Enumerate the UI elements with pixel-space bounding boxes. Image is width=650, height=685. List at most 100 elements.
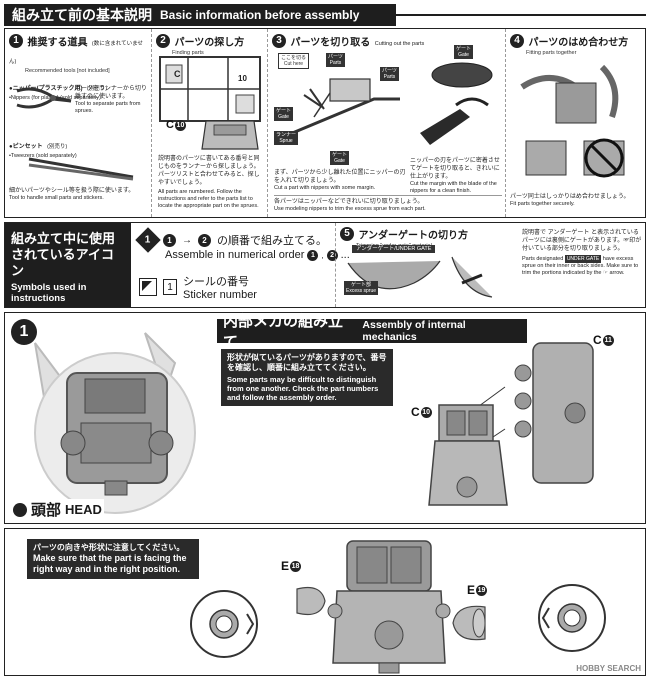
nipper-desc-jp: パーツをランナーから切り離すのに使います。 [75,86,147,100]
part-label-e18: E 18 [281,559,302,573]
callout-number: 10 [174,119,186,131]
tag-gate-1: ゲート Gate [274,107,294,121]
tag-gate-1-en: Gate [278,114,289,120]
cutting-illustration [277,78,400,141]
orientation-note-jp: パーツの向きや形状に注意してください。 [33,543,185,552]
detail-circle-left [190,590,258,658]
section-note: 形状が似ているパーツがありますので、番号を確認し、順番に組み立ててください。 S… [221,349,393,406]
order-en-suffix: ... [340,249,350,261]
step-title-jp: パーツのはめ合わせ方 [528,37,629,49]
step-number: 3 [272,33,286,48]
step-title-en: Finding parts [172,50,204,56]
part-label-e19-number: 19 [476,584,488,596]
part-label-c11-number: 11 [602,334,614,346]
order-diamond-icon: 1 [135,227,161,253]
section-title-en: Assembly of internal mechanics [362,319,466,343]
watermark: HOBBY SEARCH [576,664,641,673]
sprue-letter: C [174,69,181,79]
orientation-note-en: Make sure that the part is facing the ri… [33,553,187,574]
section-internal-mechanics: 1 頭部 HEAD 内部メカの組み立て Assembly of internal… [4,312,646,524]
fitting-illustration [520,64,625,178]
tag-cut-here-jp: ここを切る [281,55,307,61]
step-fitting-parts: 4 パーツのはめ合わせ方 Fitting parts together パーツ同… [505,29,645,217]
tweezer-label-jp: ●ピンセット [9,144,43,150]
part-callout-c10: C 10 [166,119,186,131]
tag-gate-1-jp: ゲート [276,108,292,114]
tag-cut-here-en: Cut here [283,61,304,67]
part-label-e18-number: 18 [290,560,302,572]
part-c11-illustration [474,342,594,484]
finding-desc-en: All parts are numbered. Follow the instr… [158,189,259,209]
cut-footer-jp: 各パーツはニッパーなどできれいに切り取りましょう。 [274,199,424,205]
step-title-en: Cutting out the parts [374,41,425,47]
tag-parts-2-jp: パーツ [382,68,397,74]
sticker-number-box: 1 [163,279,177,295]
step-cutting-parts: 3 パーツを切り取る Cutting out the parts ここを切る C… [267,29,505,217]
section-title-bar: 内部メカの組み立て Assembly of internal mechanics [217,313,527,351]
nipper-desc-en: Tool to separate parts from sprues. [75,101,141,114]
part-label-c10-letter: C [411,405,420,419]
part-label-e18-letter: E [281,559,290,573]
undergate-badge: アンダーゲート/UNDER GATE [352,245,436,253]
trim-desc-en: Cut the margin with the blade of the nip… [410,181,497,194]
trim-desc-jp: ニッパーの刃をパーツに密着させてゲートを切り取ると、きれいに仕上がります。 [410,158,500,180]
excess-sprue-en: Excess sprue [346,288,377,294]
undergate-desc-jp: 説明書で アンダーゲート と表示されているパーツには裏側にゲートがあります。☞印… [522,230,642,252]
order-text-en: Assemble in numerical order [165,249,305,261]
finding-desc-jp: 説明書のパーツに書いてある番号と同じものをランナーから探しましょう。パーツリスト… [158,156,260,186]
step-title-jp: パーツの探し方 [174,37,245,49]
orientation-note: パーツの向きや形状に注意してください。 Make sure that the p… [27,539,199,579]
tag-runner-en: Sprue [279,138,293,144]
tag-parts-1-jp: パーツ [328,54,343,60]
callout-letter: C [166,119,174,131]
step-number: 5 [340,226,354,241]
step-title-jp: アンダーゲートの切り方 [358,230,469,242]
icons-title-jp-1: 組み立て中に使用 [11,231,116,246]
undergate-desc-en-pre: Parts designated [522,256,564,262]
part-label-c11: C 11 [593,333,614,347]
sticker-text-jp: シールの番号 [183,276,249,288]
section-note-jp: 形状が似ているパーツがありますので、番号を確認し、順番に組み立ててください。 [227,353,387,372]
section-note-en: Some parts may be difficult to distingui… [227,375,379,402]
header-title-en: Basic information before assembly [160,8,360,22]
step-title-en: Fitting parts together [526,50,577,56]
part-label-e19-letter: E [467,583,476,597]
undergate-illustration [347,256,493,298]
cut-desc-jp: まず、パーツから少し離れた位置にニッパーの刃を入れて切りましょう。 [274,170,406,184]
head-label: 頭部 HEAD [11,499,104,520]
head-label-en: HEAD [65,502,102,517]
undergate-desc-en: Parts designated UNDER GATE have excess … [522,255,642,277]
tag-gate-3-jp: ゲート [456,46,472,52]
part-c10-illustration [428,404,508,506]
order-symbol-b: 2 [198,233,211,247]
undergate-desc-badge: UNDER GATE [564,255,602,263]
tweezer-illustration [28,157,134,181]
tag-parts-2: パーツ Parts [380,67,399,81]
tweezer-note-jp: (別売り) [47,144,68,150]
part-label-c11-letter: C [593,333,602,347]
head-assembly-illustration [327,540,451,674]
part-label-c10: C 10 [411,405,432,419]
tag-gate-3-en: Gate [458,52,469,58]
sticker-icon [139,278,157,296]
section-orientation: パーツの向きや形状に注意してください。 Make sure that the p… [4,528,646,676]
order-en-symbol-a: 1 [307,249,319,261]
nipper-illustration [16,87,72,109]
tag-runner: ランナー Sprue [274,131,299,145]
section-title-jp: 内部メカの組み立て [223,313,344,351]
tweezer-desc-jp: 細かいパーツやシール等を扱う際に使います。 [9,188,135,194]
excess-sprue-jp: ゲート部 [351,282,372,288]
order-legend: 1 1 → 2 の順番で組み立てる。 [135,227,327,253]
section-number: 1 [11,319,37,345]
tweezer-desc-en: Tool to handle small parts and stickers. [9,195,104,201]
part-e18-illustration [296,586,326,616]
tag-gate-2-en: Gate [334,158,345,164]
order-text-jp: の順番で組み立てる。 [217,235,327,247]
step-title-jp: パーツを切り取る [290,37,371,49]
sticker-text-en: Sticker number [183,289,257,301]
cut-footer-en: Use modeling nippers to trim the excess … [274,206,426,212]
tweezer-label-en: •Tweezers (sold separately) [9,153,77,159]
tag-gate-3: ゲート Gate [454,45,474,59]
step-number: 1 [9,33,23,48]
